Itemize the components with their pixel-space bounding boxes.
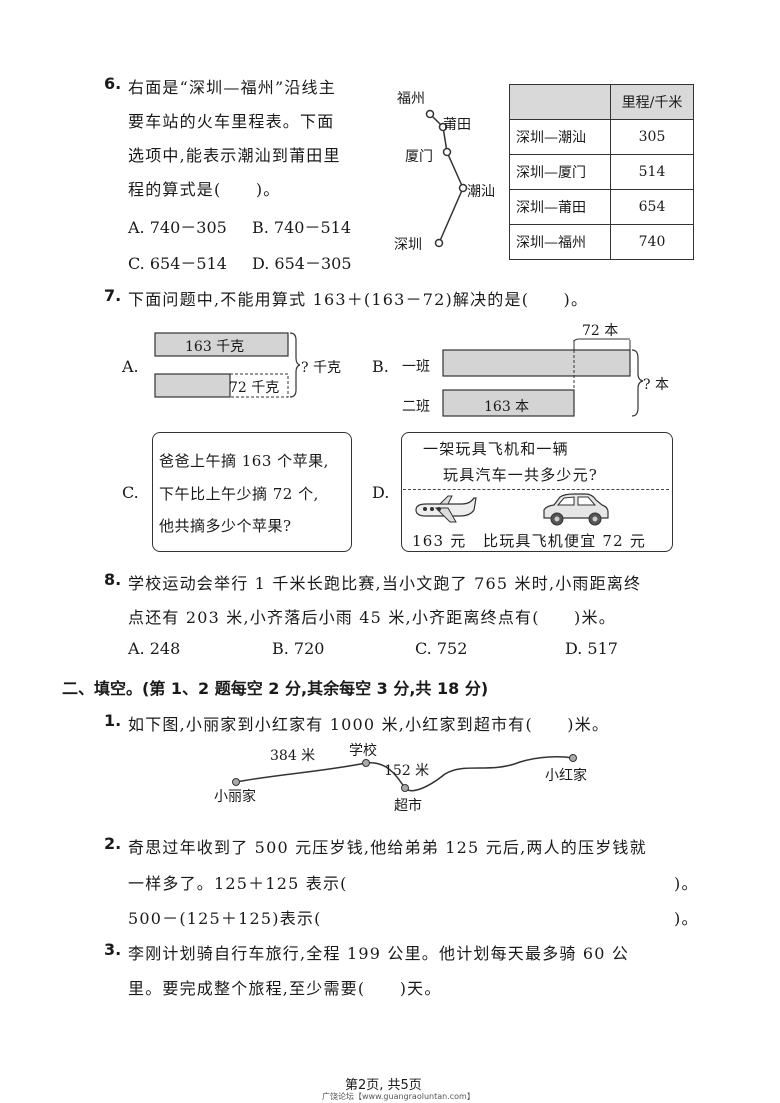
- q7-a-bar1-label: 163 千克: [185, 339, 245, 355]
- mileage-table-wrap: 里程/千米 深圳—潮汕 305 深圳—厦门 514 深圳—莆田 654 深圳—福…: [509, 84, 694, 260]
- q7-a-question: ? 千克: [301, 360, 341, 376]
- f2-number: 2.: [104, 834, 122, 853]
- q7-d-line-1: 一架玩具飞机和一辆: [423, 440, 569, 458]
- q8-line-2: 点还有 203 米,小齐落后小雨 45 米,小齐距离终点有( )米。: [128, 608, 616, 627]
- q8-option-b[interactable]: B. 720: [272, 639, 325, 658]
- route-cell: 深圳—福州: [509, 224, 611, 260]
- q7-d-price: 163 元: [412, 532, 467, 550]
- table-row: 深圳—莆田 654: [509, 189, 694, 225]
- q8-number: 8.: [104, 570, 122, 589]
- station-shenzhen-dot: [434, 238, 444, 248]
- station-putian-dot: [438, 122, 448, 132]
- q7-b-top-label: 72 本: [582, 323, 619, 339]
- km-cell: 740: [610, 224, 694, 260]
- station-chaoshan-dot: [458, 183, 468, 193]
- q7-option-d-label[interactable]: D.: [372, 483, 390, 502]
- route-distance-2: 152 米: [384, 763, 430, 779]
- route-xiaohong-label: 小红家: [545, 768, 587, 784]
- f2-line-3a: 500－(125＋125)表示(: [128, 909, 322, 928]
- q7-number: 7.: [104, 286, 122, 305]
- q7-b-class1: 一班: [402, 359, 430, 375]
- q7-a-bar-diagram: [154, 332, 300, 398]
- q7-a-bar2-label: 72 千克: [229, 380, 280, 396]
- q6-number: 6.: [104, 74, 122, 93]
- xiaoli-home-dot: [232, 778, 240, 786]
- route-xiaoli-label: 小丽家: [214, 789, 256, 805]
- f2-line-2a: 一样多了。125＋125 表示(: [128, 874, 348, 893]
- f3-line-2: 里。要完成整个旅程,至少需要( )天。: [128, 979, 442, 998]
- q6-option-d[interactable]: D. 654－305: [252, 254, 352, 273]
- f3-number: 3.: [104, 940, 122, 959]
- f1-number: 1.: [104, 711, 122, 730]
- xiaohong-home-dot: [569, 754, 577, 762]
- q6-line-1: 右面是“深圳—福州”沿线主: [128, 78, 336, 97]
- q7-option-c-label[interactable]: C.: [122, 483, 139, 502]
- station-fuzhou-dot: [425, 109, 435, 119]
- q8-option-a[interactable]: A. 248: [128, 639, 181, 658]
- page-number: 第2页, 共5页: [345, 1078, 422, 1093]
- q7-d-line-2: 玩具汽车一共多少元?: [443, 466, 599, 484]
- station-putian: 莆田: [443, 117, 471, 133]
- mileage-table-header: 里程/千米: [610, 84, 694, 120]
- km-cell: 305: [610, 119, 694, 155]
- mileage-table: 里程/千米 深圳—潮汕 305 深圳—厦门 514 深圳—莆田 654 深圳—福…: [509, 84, 694, 260]
- q7-c-line-2: 下午比上午少摘 72 个,: [159, 485, 319, 503]
- toy-car-icon: [543, 493, 609, 526]
- q6-line-4: 程的算式是( )。: [128, 180, 281, 199]
- q7-c-box: [152, 432, 352, 552]
- station-chaoshan: 潮汕: [467, 184, 495, 200]
- q7-d-divider: [403, 489, 669, 490]
- q7-b-bar-diagram: [442, 338, 644, 417]
- route-cell: 深圳—潮汕: [509, 119, 611, 155]
- f1-text: 如下图,小丽家到小红家有 1000 米,小红家到超市有( )米。: [128, 715, 610, 734]
- q6-option-a[interactable]: A. 740－305: [128, 218, 227, 237]
- section-2-title: 二、填空。(第 1、2 题每空 2 分,其余每空 3 分,共 18 分): [62, 679, 489, 698]
- route-cell: 深圳—厦门: [509, 154, 611, 190]
- q7-text: 下面问题中,不能用算式 163＋(163－72)解决的是( )。: [128, 290, 589, 309]
- km-cell: 514: [610, 154, 694, 190]
- q8-line-1: 学校运动会举行 1 千米长跑比赛,当小文跑了 765 米时,小雨距离终: [128, 574, 642, 593]
- q7-d-box: [401, 432, 673, 552]
- q6-option-c[interactable]: C. 654－514: [128, 254, 227, 273]
- f2-line-2b: )。: [674, 874, 699, 893]
- q6-line-3: 选项中,能表示潮汕到莆田里: [128, 146, 341, 165]
- q6-line-2: 要车站的火车里程表。下面: [128, 112, 335, 131]
- station-fuzhou: 福州: [397, 91, 425, 107]
- watermark: 广饶论坛【www.guangraoluntan.com】: [322, 1092, 475, 1101]
- table-row: 深圳—福州 740: [509, 224, 694, 260]
- f2-line-3b: )。: [674, 909, 699, 928]
- route-school-label: 学校: [349, 743, 377, 759]
- q7-c-line-3: 他共摘多少个苹果?: [159, 517, 292, 535]
- station-xiamen: 厦门: [405, 149, 433, 165]
- q7-b-class2: 二班: [402, 399, 430, 415]
- route-market-label: 超市: [394, 798, 422, 814]
- q8-option-d[interactable]: D. 517: [565, 639, 618, 658]
- toy-plane-icon: [415, 495, 477, 523]
- q7-option-b-label[interactable]: B.: [372, 357, 389, 376]
- f2-line-1: 奇思过年收到了 500 元压岁钱,他给弟弟 125 元后,两人的压岁钱就: [128, 838, 647, 857]
- route-diagram: [232, 754, 577, 792]
- q7-option-a-label[interactable]: A.: [122, 357, 139, 376]
- table-row: 深圳—厦门 514: [509, 154, 694, 190]
- f3-line-1: 李刚计划骑自行车旅行,全程 199 公里。他计划每天最多骑 60 公: [128, 944, 630, 963]
- q7-d-note: 比玩具飞机便宜 72 元: [483, 532, 647, 550]
- km-cell: 654: [610, 189, 694, 225]
- route-distance-1: 384 米: [270, 748, 316, 764]
- q7-c-line-1: 爸爸上午摘 163 个苹果,: [159, 452, 329, 470]
- q8-option-c[interactable]: C. 752: [415, 639, 468, 658]
- market-dot: [401, 784, 409, 792]
- table-row: 深圳—潮汕 305: [509, 119, 694, 155]
- station-xiamen-dot: [442, 147, 452, 157]
- station-shenzhen: 深圳: [394, 237, 422, 253]
- q7-b-bar2-label: 163 本: [484, 399, 530, 415]
- q7-b-question: ? 本: [643, 377, 669, 393]
- school-dot: [362, 759, 370, 767]
- route-cell: 深圳—莆田: [509, 189, 611, 225]
- railway-map: [425, 109, 468, 248]
- q6-option-b[interactable]: B. 740－514: [252, 218, 352, 237]
